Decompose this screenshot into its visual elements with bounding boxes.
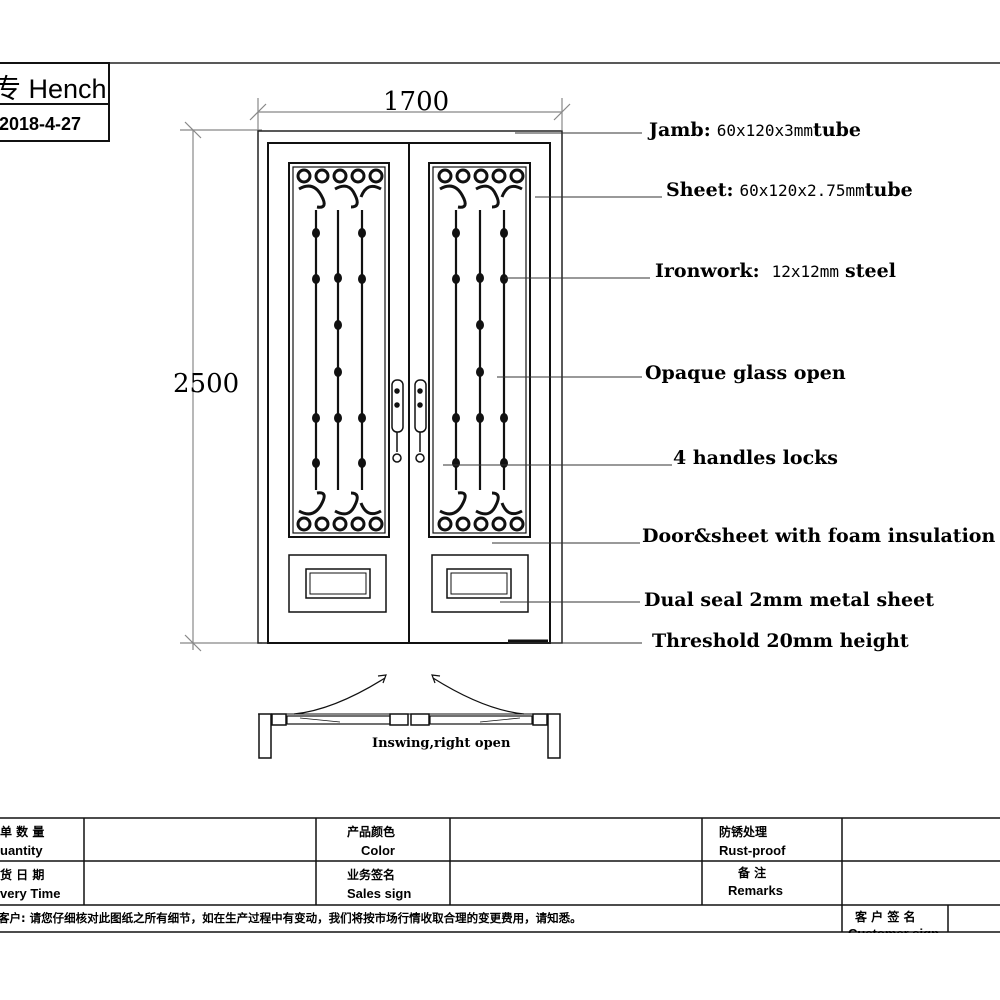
- color-label-cn: 产品颜色: [347, 824, 395, 839]
- seal-callout: Dual seal 2mm metal sheet: [644, 589, 934, 611]
- kick-panels: [288, 554, 529, 613]
- title-block: 专 Hench 2018-4-27: [0, 62, 1000, 142]
- rust-label-en: Rust-proof: [719, 843, 786, 858]
- drawing-date: 2018-4-27: [0, 114, 81, 134]
- callout-leaders: [443, 132, 672, 644]
- order-info-table: [0, 817, 1000, 933]
- sales-label-cn: 业务签名: [347, 867, 395, 882]
- color-label-en: Color: [361, 843, 395, 858]
- jamb-callout: Jamb:60x120x3mmtube: [647, 119, 861, 141]
- width-dimension-label: 1700: [383, 87, 449, 117]
- customer-sign-label-cn: 客 户 签 名: [854, 909, 916, 924]
- threshold-callout: Threshold 20mm height: [652, 630, 909, 652]
- left-glass-panel: [288, 162, 390, 538]
- drafter-name: 专 Hench: [0, 74, 107, 104]
- delivery-label-en: very Time: [0, 886, 60, 901]
- customer-notice: 客户:请您仔细核对此图纸之所有细节，如在生产过程中有变动，我们将按市场行情收取合…: [0, 911, 582, 925]
- insulation-callout: Door&sheet with foam insulation: [642, 525, 995, 547]
- rust-label-cn: 防锈处理: [719, 824, 767, 839]
- quantity-label-cn: 单 数 量: [0, 824, 44, 839]
- remarks-label-en: Remarks: [728, 883, 783, 898]
- height-dimension: [180, 121, 262, 652]
- sales-label-en: Sales sign: [347, 886, 411, 901]
- quantity-label-en: uantity: [0, 843, 43, 858]
- door-frame: [257, 130, 563, 644]
- height-dimension-label: 2500: [173, 369, 239, 399]
- width-dimension: [249, 98, 571, 130]
- handle-locks: [391, 379, 427, 463]
- delivery-label-cn: 货 日 期: [0, 867, 44, 882]
- glass-callout: Opaque glass open: [645, 362, 846, 384]
- plan-view: [258, 674, 561, 759]
- sheet-callout: Sheet:60x120x2.75mmtube: [666, 179, 913, 201]
- plan-view-caption: Inswing,right open: [372, 736, 511, 751]
- sheet-crop-mask: [0, 933, 1000, 1000]
- remarks-label-cn: 备 注: [737, 865, 766, 880]
- handles-callout: 4 handles locks: [673, 447, 838, 469]
- right-glass-panel: [428, 162, 531, 538]
